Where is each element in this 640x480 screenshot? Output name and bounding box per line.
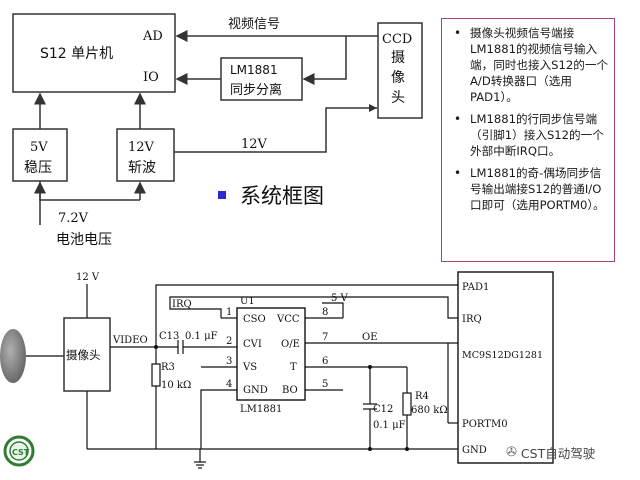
- section-title: 系统框图: [218, 180, 324, 210]
- cst-logo-icon: CST: [3, 435, 35, 467]
- mcu-pin-portm0: PORTM0: [462, 419, 508, 430]
- bullet-icon: •: [454, 166, 462, 180]
- battery-bus-line: [39, 181, 140, 201]
- notes-panel: • 摄像头视频信号端接LM1881的视频信号输入端，同时也接入S12的一个A/D转…: [441, 18, 615, 262]
- c12-value: 0.1 μF: [373, 420, 406, 431]
- schematic-camera-label: 摄像头: [66, 348, 101, 362]
- pin-4-name: GND: [243, 385, 268, 396]
- battery-voltage-label: 7.2V: [58, 211, 89, 226]
- camera-line2: 摄: [391, 50, 405, 66]
- pin-3-name: VS: [242, 362, 257, 373]
- pin-6-name: T: [290, 362, 297, 373]
- bullet-icon: •: [454, 26, 462, 40]
- watermark-text: CST自动驾驶: [520, 446, 596, 461]
- schematic: 摄像头 12 V VIDEO C13 0.1 μF R3 10 kΩ U1 LM…: [0, 271, 554, 469]
- note-text: 摄像头视频信号端接LM1881的视频信号输入端，同时也接入S12的一个A/D转换…: [470, 26, 609, 104]
- chopper-line1: 12V: [128, 140, 155, 155]
- mcu-name: MC9S12DG1281: [462, 350, 543, 361]
- svg-text:CST: CST: [12, 448, 30, 457]
- pin-6-num: 6: [322, 356, 328, 367]
- r4-resistor: [402, 392, 412, 416]
- power-12v-line: [174, 107, 377, 153]
- regulator-5v-block: 5V 稳压: [12, 128, 68, 182]
- r3-value: 10 kΩ: [161, 380, 191, 391]
- watermark: ✇ CST自动驾驶: [506, 443, 595, 462]
- note-text: LM1881的行同步信号端（引脚1）接入S12的一个外部中断IRQ口。: [470, 112, 604, 158]
- supply-12v-label: 12 V: [76, 272, 100, 283]
- sync-separator-line2: 同步分离: [230, 82, 282, 98]
- pin-8-num: 8: [322, 307, 328, 318]
- section-title-text: 系统框图: [240, 184, 324, 208]
- regulator-line2: 稳压: [24, 160, 52, 176]
- pin-1-name: CSO: [243, 314, 266, 325]
- block-diagram: S12 单片机 AD IO LM1881 同步分离 CCD 摄 像 头 5V 稳…: [12, 13, 423, 248]
- camera-line1: CCD: [382, 32, 412, 47]
- pin-5-name: BO: [282, 385, 298, 396]
- pin-1-num: 1: [226, 307, 232, 318]
- pin-8-name: VCC: [276, 314, 300, 325]
- wechat-icon: ✇: [506, 445, 517, 460]
- note-item: • 摄像头视频信号端接LM1881的视频信号输入端，同时也接入S12的一个A/D转…: [452, 25, 610, 105]
- pin-7-name: O/E: [281, 339, 300, 350]
- video-net-label: VIDEO: [112, 335, 148, 346]
- pin-7-num: 7: [322, 332, 328, 343]
- pin-2-num: 2: [226, 336, 232, 347]
- pin-4-num: 4: [226, 379, 232, 390]
- camera-line3: 像: [391, 70, 405, 86]
- mcu-block: S12 单片机 AD IO: [12, 13, 176, 93]
- pin-2-name: CVI: [243, 339, 262, 350]
- camera-line4: 头: [391, 90, 405, 106]
- ccd-camera-block: CCD 摄 像 头: [377, 22, 423, 119]
- regulator-line1: 5V: [30, 140, 48, 155]
- bullet-icon: •: [454, 112, 462, 126]
- supply-5v-label: 5 V: [331, 293, 349, 304]
- r3-label: R3: [161, 362, 175, 373]
- title-bullet-icon: [218, 191, 226, 199]
- c12-label: C12: [373, 404, 393, 415]
- sync-separator-block: LM1881 同步分离: [220, 57, 303, 101]
- pin-3-num: 3: [226, 356, 232, 367]
- ic-name-label: LM1881: [240, 404, 282, 415]
- mcu-label: S12 单片机: [40, 46, 113, 62]
- camera-power-label: 12V: [241, 137, 268, 152]
- note-item: • LM1881的奇-偶场同步信号输出端接S12的普通I/O口即可（选用PORTM…: [452, 165, 610, 213]
- note-text: LM1881的奇-偶场同步信号输出端接S12的普通I/O口即可（选用PORTM0…: [470, 166, 605, 212]
- mcu-port-ad: AD: [142, 29, 163, 44]
- camera-body: [63, 317, 111, 392]
- irq-net-label: IRQ: [172, 299, 192, 310]
- chopper-line2: 斩波: [128, 160, 156, 176]
- c13-value: 0.1 μF: [185, 331, 218, 342]
- ic-ref-label: U1: [240, 296, 255, 307]
- video-to-sync-arrow: [302, 36, 347, 85]
- mcu-port-io: IO: [143, 70, 159, 85]
- chopper-12v-block: 12V 斩波: [116, 128, 175, 182]
- video-signal-label: 视频信号: [228, 17, 280, 32]
- camera-lens-icon: [0, 329, 26, 383]
- oe-net-label: OE: [362, 332, 378, 343]
- r4-label: R4: [415, 391, 429, 402]
- c13-label: C13: [159, 331, 179, 342]
- mcu-pin-irq: IRQ: [462, 314, 482, 325]
- pin-5-num: 5: [322, 379, 328, 390]
- lm1881-ic: [236, 307, 306, 401]
- note-item: • LM1881的行同步信号端（引脚1）接入S12的一个外部中断IRQ口。: [452, 111, 610, 159]
- mcu-pin-gnd: GND: [462, 445, 487, 456]
- r3-resistor: [151, 363, 161, 387]
- r4-value: 680 kΩ: [411, 405, 448, 416]
- battery-label: 电池电压: [56, 232, 112, 248]
- sync-separator-line1: LM1881: [230, 63, 278, 77]
- mc9s12-mcu: [457, 271, 554, 464]
- mcu-pin-pad1: PAD1: [462, 282, 489, 293]
